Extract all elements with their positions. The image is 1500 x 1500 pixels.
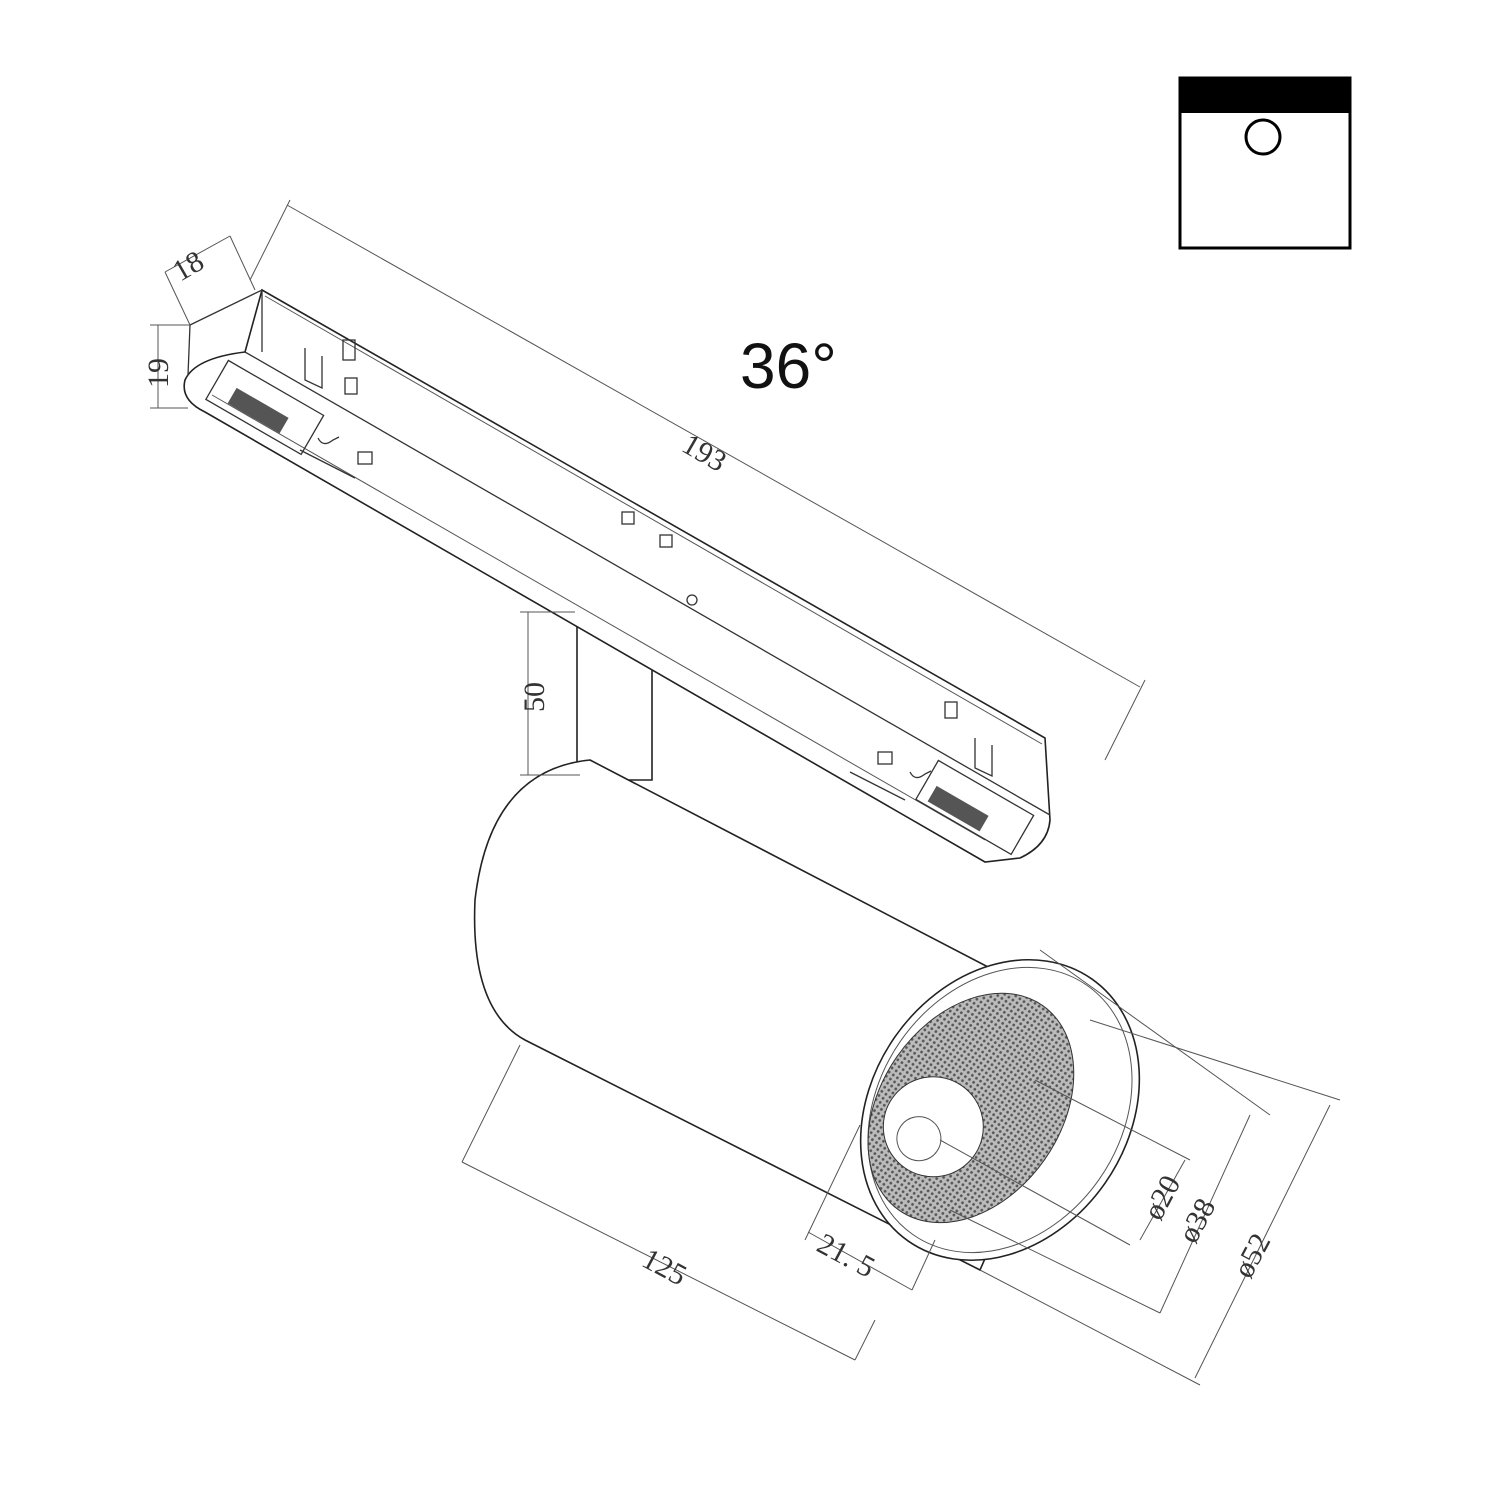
rail-connector-right: [849, 701, 1035, 856]
beam-angle-label: 36°: [740, 330, 837, 402]
rail-height-label: 19: [142, 358, 175, 388]
front-opening: [859, 958, 1141, 1262]
rail-length-label: 193: [677, 427, 732, 478]
surface-track-mount-icon: [1178, 76, 1352, 250]
rail-connector-left: [204, 339, 373, 479]
stem-height-label: 50: [518, 682, 551, 712]
reflector-diameter-label: ø38: [1172, 1193, 1222, 1248]
spotlight-body: [473, 759, 1141, 1272]
track-rail: [183, 288, 1051, 863]
dimension-lines: [150, 199, 1341, 1386]
body-length-label: 125: [637, 1242, 692, 1292]
recess-depth-label: 21. 5: [812, 1227, 880, 1284]
body-diameter-label: ø52: [1227, 1228, 1277, 1283]
